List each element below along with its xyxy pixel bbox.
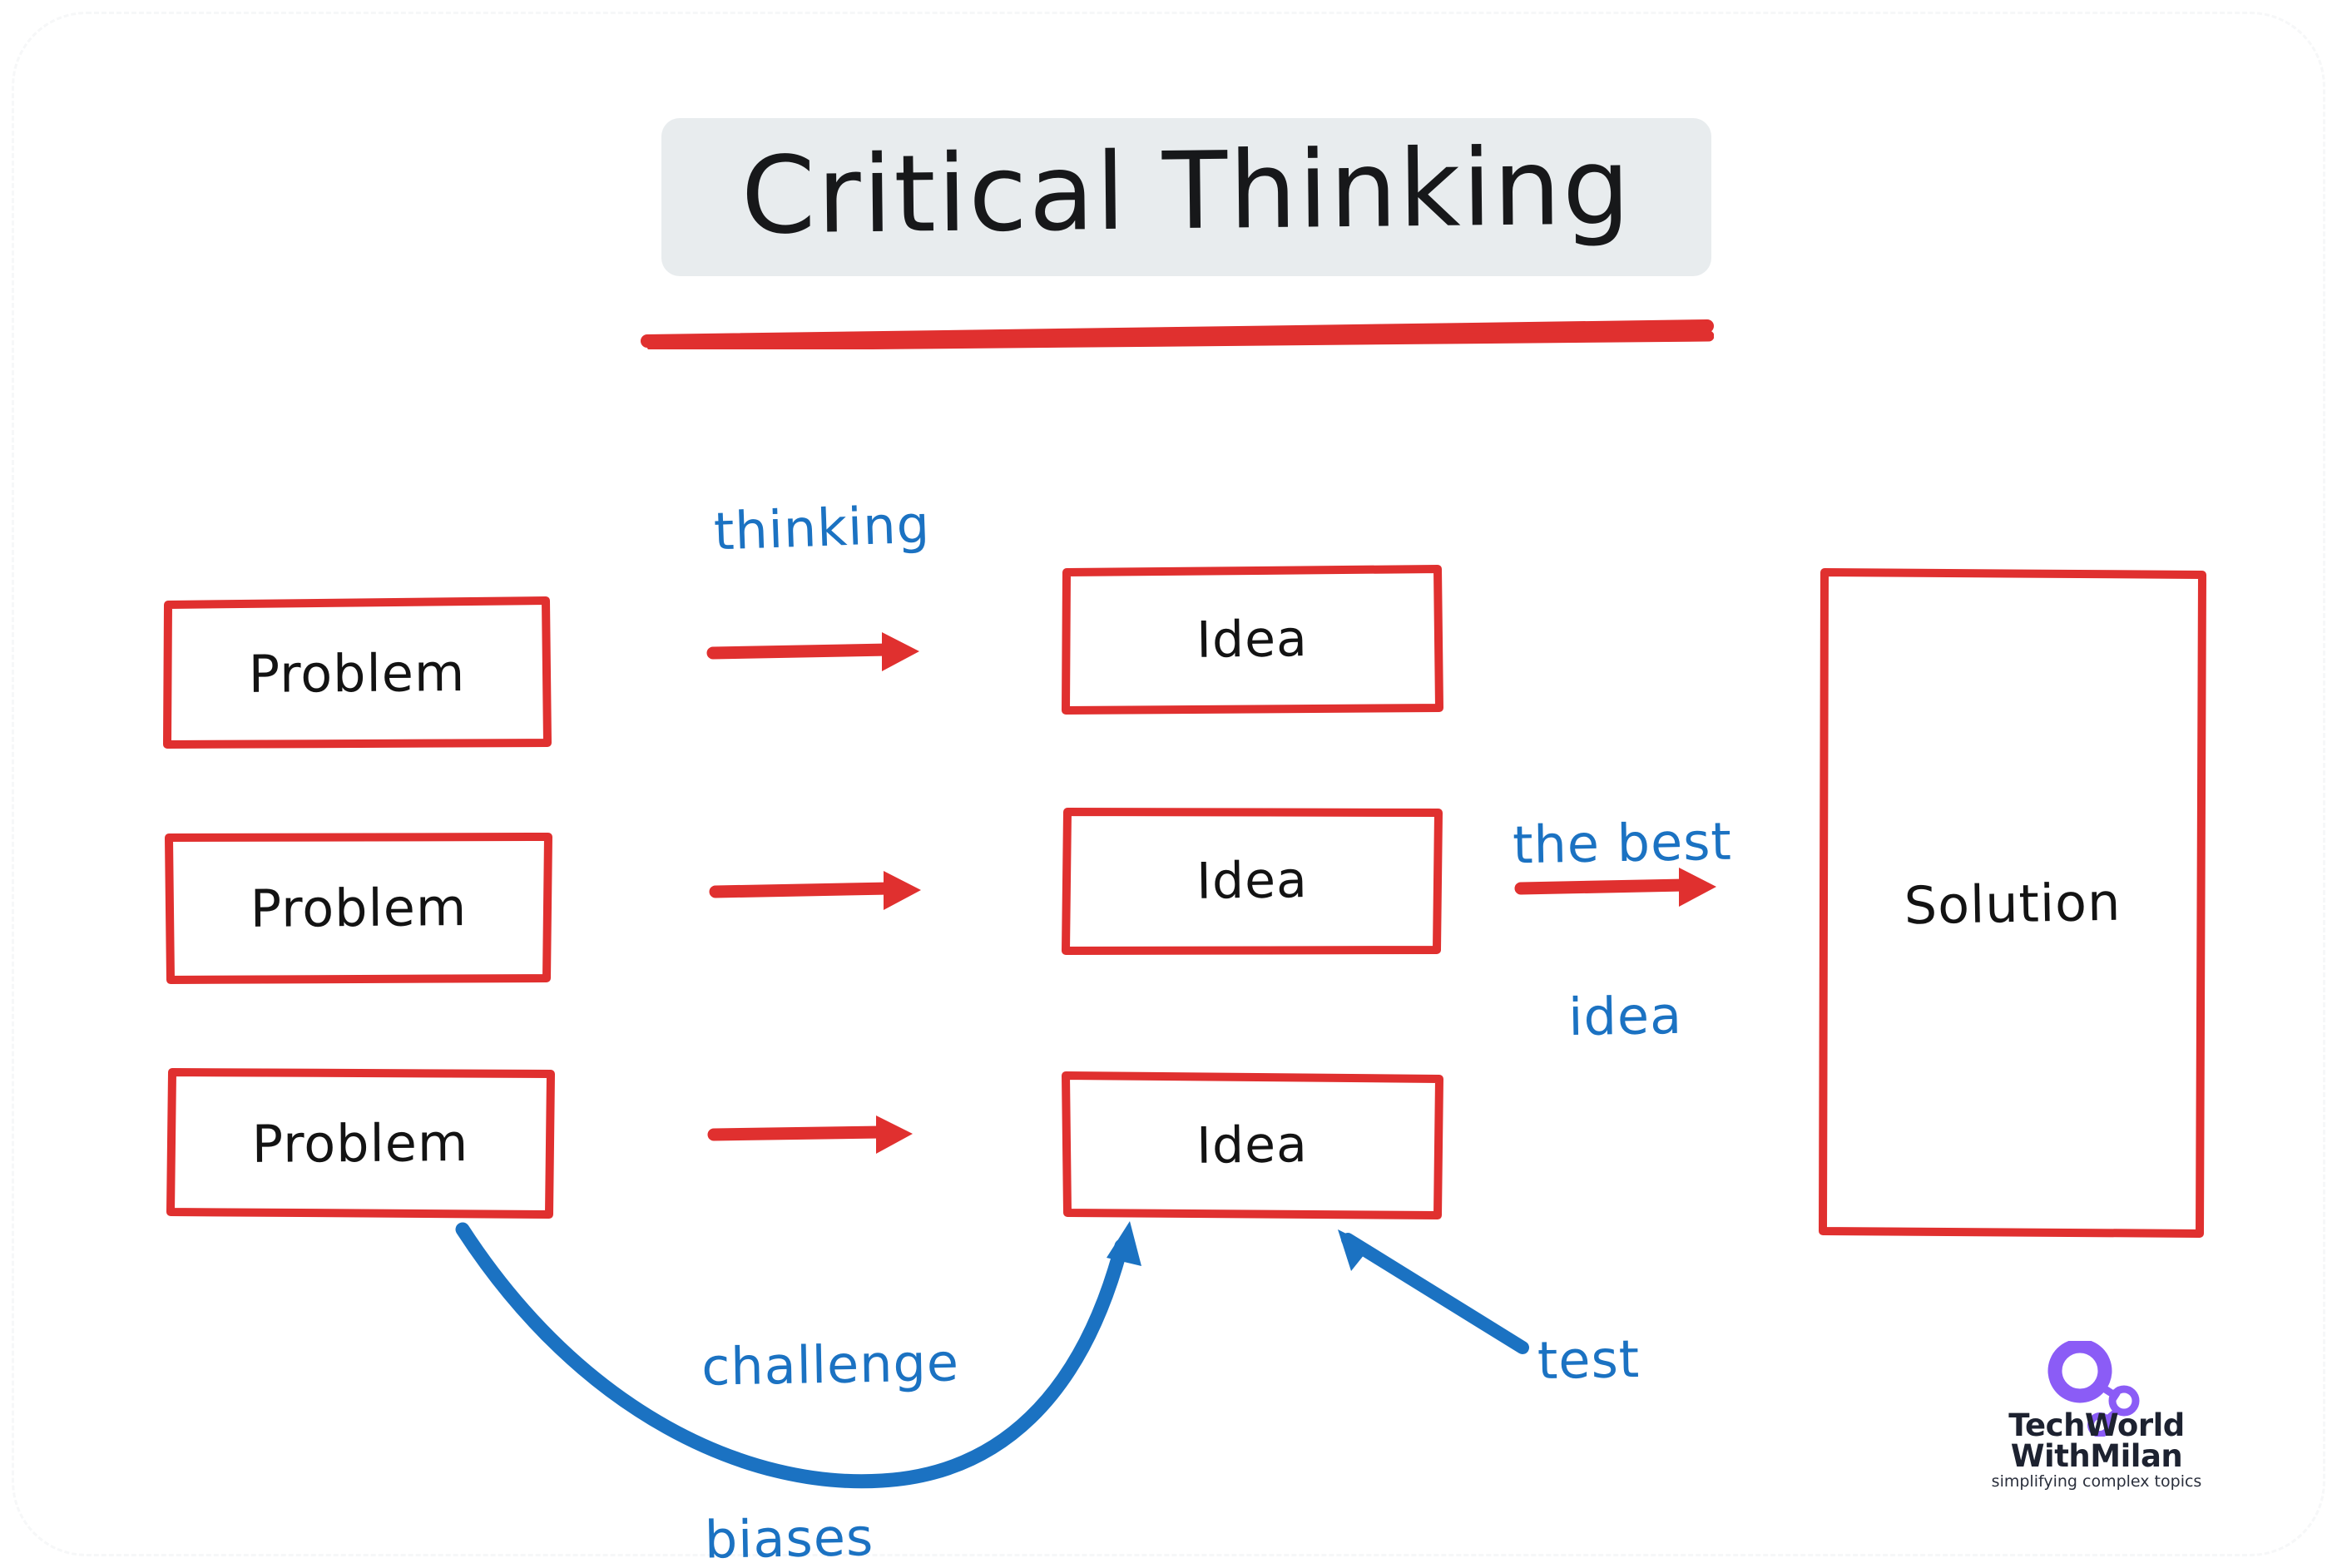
problem-box-3-label: Problem [251, 1111, 469, 1175]
title-underline [641, 319, 1714, 349]
problem-box-1[interactable]: Problem [163, 596, 552, 749]
idea-box-2-label: Idea [1196, 851, 1309, 911]
annotation-challenge-line1: challenge [701, 1332, 960, 1397]
logo-line-2: WithMilan [2010, 1438, 2183, 1474]
page-title: Critical Thinking [740, 124, 1632, 259]
idea-box-1[interactable]: Idea [1062, 565, 1443, 715]
problem-box-3[interactable]: Problem [166, 1067, 555, 1219]
problem-box-2-label: Problem [250, 876, 468, 939]
logo-line-1: TechWorld [2008, 1407, 2185, 1443]
idea-box-3[interactable]: Idea [1062, 1071, 1443, 1219]
annotation-thinking: thinking [712, 493, 932, 562]
annotation-best-idea-line1: the best [1512, 810, 1733, 876]
idea-box-1-label: Idea [1196, 610, 1309, 670]
arrow-problem1-to-idea1 [706, 632, 919, 671]
annotation-test: test [1537, 1328, 1641, 1392]
arrow-problem3-to-idea3 [707, 1115, 913, 1154]
annotation-best-idea: the best idea [1510, 697, 1737, 1163]
problem-box-1-label: Problem [248, 641, 466, 705]
annotation-challenge-biases: challenge biases [699, 1218, 964, 1568]
title-highlight-bar [661, 118, 1711, 276]
arrow-problem2-to-idea2 [709, 871, 921, 910]
idea-box-2[interactable]: Idea [1062, 807, 1443, 955]
solution-box-label: Solution [1904, 871, 2122, 936]
network-nodes-icon [2047, 1341, 2140, 1437]
solution-box[interactable]: Solution [1819, 567, 2206, 1239]
arrow-test [1338, 1229, 1529, 1354]
annotation-best-idea-line2: idea [1567, 984, 1683, 1048]
idea-box-3-label: Idea [1196, 1115, 1309, 1175]
problem-box-2[interactable]: Problem [165, 832, 552, 984]
logo-tagline: simplifying complex topics [1991, 1472, 2202, 1491]
brand-logo: TechWorld WithMilan simplifying complex … [1988, 1341, 2205, 1499]
annotation-challenge-line2: biases [704, 1506, 874, 1568]
